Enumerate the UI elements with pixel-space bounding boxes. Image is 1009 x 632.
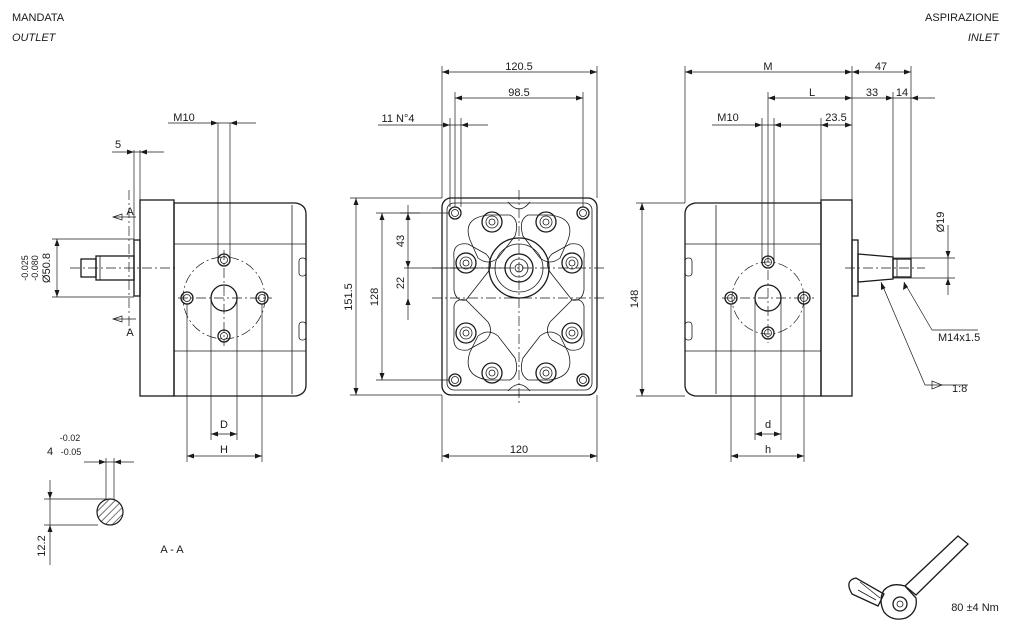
right-side-view xyxy=(636,66,978,462)
torque-label: 80 ±4 Nm xyxy=(951,602,999,614)
outlet-label-it: MANDATA xyxy=(12,12,65,24)
torque-wrench-icon xyxy=(848,535,969,620)
dim-D-label: D xyxy=(220,419,228,431)
dia-tol-lower: -0.080 xyxy=(30,255,40,281)
front-view xyxy=(350,66,606,462)
dim-33: 33 xyxy=(866,87,878,99)
dia-tol-upper: -0.025 xyxy=(20,255,30,281)
taper-label: 1:8 xyxy=(952,383,967,395)
section-a-bottom: A xyxy=(126,327,134,339)
outlet-label-en: OUTLET xyxy=(12,32,56,44)
thread-label: M14x1.5 xyxy=(938,332,980,344)
inlet-label-it: ASPIRAZIONE xyxy=(925,12,999,24)
dim-120: 120 xyxy=(510,444,528,456)
dim-d-label: d xyxy=(765,419,771,431)
key-tol-lower: -0.05 xyxy=(61,447,82,457)
dim-148: 148 xyxy=(629,290,641,308)
dim-98-5: 98.5 xyxy=(508,87,529,99)
left-side-view xyxy=(52,120,307,462)
dim-23-5: 23.5 xyxy=(825,112,846,124)
key-tol-upper: -0.02 xyxy=(60,433,81,443)
holes-11-n4: 11 N°4 xyxy=(382,113,415,125)
key-height-label: 12.2 xyxy=(36,535,48,556)
dim-M: M xyxy=(763,61,772,73)
dim-151-5: 151.5 xyxy=(343,283,355,311)
key-section-detail xyxy=(44,458,134,565)
dim-43: 43 xyxy=(395,235,407,247)
dia-19-label: Ø19 xyxy=(935,212,947,233)
section-aa-label: A - A xyxy=(160,544,184,556)
dia-50-8-label: Ø50.8 xyxy=(41,253,53,283)
dim-14: 14 xyxy=(896,87,908,99)
dim-128: 128 xyxy=(369,288,381,306)
left-dim-5: 5 xyxy=(115,139,121,151)
right-m10-label: M10 xyxy=(717,112,738,124)
dim-L: L xyxy=(809,87,815,99)
inlet-label-en: INLET xyxy=(967,32,999,44)
left-body xyxy=(173,202,307,397)
section-a-top: A xyxy=(126,206,134,218)
dim-22: 22 xyxy=(395,277,407,289)
left-m10-label: M10 xyxy=(173,112,194,124)
dim-47: 47 xyxy=(875,61,887,73)
dim-h-label: h xyxy=(765,444,771,456)
dim-H-label: H xyxy=(220,444,228,456)
dim-120-5: 120.5 xyxy=(505,61,533,73)
left-flange xyxy=(139,199,175,397)
key-width-label: 4 xyxy=(47,446,53,458)
